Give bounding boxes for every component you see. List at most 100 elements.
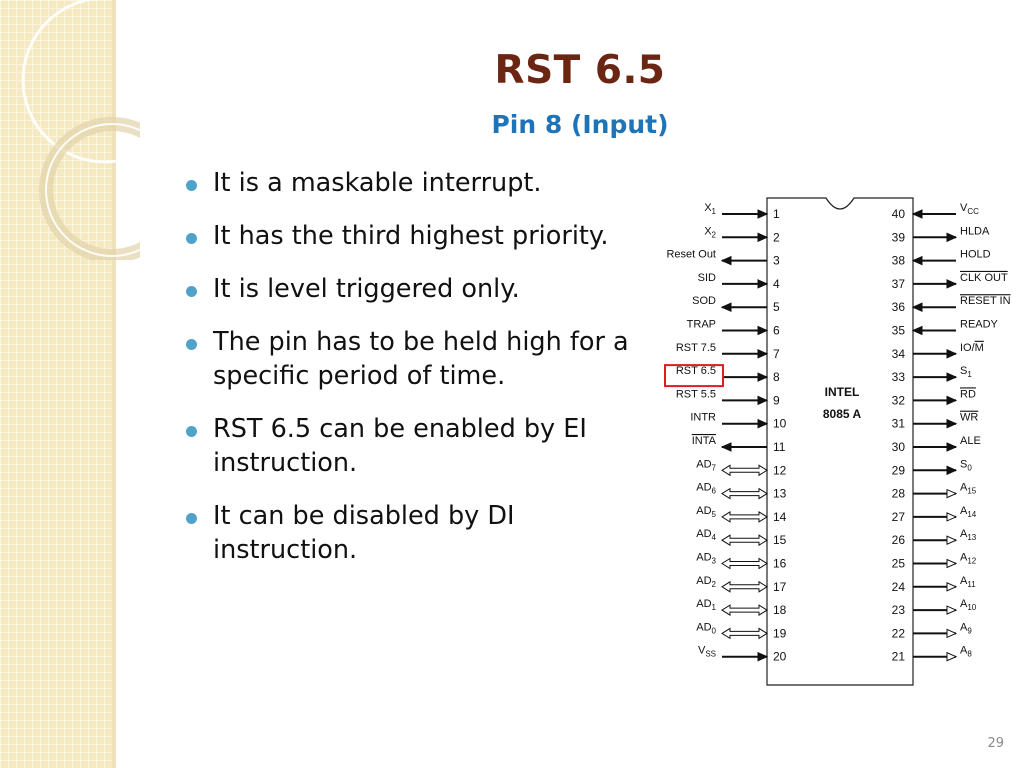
pin-arrow bbox=[946, 232, 958, 243]
pin-arrow bbox=[757, 349, 769, 359]
pin-number: 18 bbox=[773, 603, 787, 617]
pin-number: 8 bbox=[773, 370, 780, 384]
pin-name: RST 7.5 bbox=[676, 342, 716, 354]
chip-model: 8085 A bbox=[823, 407, 862, 421]
pin-number: 36 bbox=[892, 300, 906, 314]
sidebar-edge bbox=[112, 0, 116, 768]
bullet-icon bbox=[186, 180, 197, 191]
pin-arrow bbox=[946, 558, 958, 569]
pin-arrow bbox=[757, 209, 769, 219]
pin-number: 21 bbox=[892, 650, 906, 664]
pin-name: TRAP bbox=[687, 319, 716, 331]
bullet-text: It has the third highest priority. bbox=[213, 221, 609, 251]
bidirectional-arrow bbox=[721, 580, 768, 593]
pin-number: 32 bbox=[892, 393, 906, 407]
pin-name: AD0 bbox=[696, 621, 716, 635]
bidirectional-arrow bbox=[721, 557, 768, 570]
pin-number: 25 bbox=[892, 557, 906, 571]
pin-number: 5 bbox=[773, 300, 780, 314]
pin-number: 30 bbox=[892, 440, 906, 454]
pin-arrow bbox=[911, 325, 923, 336]
pin-number: 33 bbox=[892, 370, 906, 384]
pin-number: 16 bbox=[773, 557, 787, 571]
pin-number: 35 bbox=[892, 324, 906, 338]
pin-name: READY bbox=[960, 319, 999, 331]
pin-name: AD6 bbox=[696, 482, 716, 496]
pin-name: A9 bbox=[960, 621, 972, 635]
pin-name: AD2 bbox=[696, 575, 716, 589]
pin-number: 24 bbox=[892, 580, 906, 594]
chip-body bbox=[766, 197, 914, 686]
pin-number: 11 bbox=[773, 440, 786, 454]
bullet-text: It is a maskable interrupt. bbox=[213, 168, 542, 198]
pin-number: 1 bbox=[773, 207, 780, 221]
bullet-icon bbox=[186, 233, 197, 244]
pin-number: 13 bbox=[773, 487, 787, 501]
pin-name: A14 bbox=[960, 505, 977, 519]
bullet-icon bbox=[186, 339, 197, 350]
pin-arrow bbox=[757, 418, 769, 429]
pin-name: A13 bbox=[960, 528, 977, 542]
pin-name: A11 bbox=[960, 575, 976, 589]
pin-number: 28 bbox=[892, 487, 906, 501]
pin-number: 31 bbox=[892, 417, 906, 431]
pin-number: 10 bbox=[773, 417, 787, 431]
pin-arrow bbox=[946, 628, 958, 639]
pin-name: VCC bbox=[960, 202, 979, 216]
pin-arrow bbox=[946, 418, 958, 429]
pin-number: 37 bbox=[892, 277, 906, 291]
pin-name: AD4 bbox=[696, 528, 716, 542]
slide-title: RST 6.5 bbox=[494, 48, 666, 93]
bullet-icon bbox=[186, 513, 197, 524]
pin-number: 7 bbox=[773, 347, 780, 361]
pin-arrow bbox=[946, 465, 958, 476]
pin-name: ALE bbox=[960, 435, 981, 447]
pin-name: WR bbox=[960, 412, 978, 424]
pin-arrow bbox=[946, 582, 958, 592]
bidirectional-arrow bbox=[721, 487, 768, 500]
pin-number: 38 bbox=[892, 254, 906, 268]
pin-name: X2 bbox=[704, 225, 716, 239]
pin-name: A15 bbox=[960, 482, 977, 496]
pin-number: 15 bbox=[773, 533, 787, 547]
bidirectional-arrow bbox=[721, 627, 768, 640]
pin-name: SID bbox=[698, 272, 716, 284]
bullet-text: The pin has to be held high for a specif… bbox=[213, 327, 629, 391]
pin-arrow bbox=[757, 279, 769, 289]
pin-arrow bbox=[720, 442, 732, 452]
pin-number: 29 bbox=[892, 463, 906, 477]
pin-number: 40 bbox=[892, 207, 906, 221]
pin-name: RD bbox=[960, 388, 976, 400]
bullet-icon bbox=[186, 286, 197, 297]
pin-name: RST 5.5 bbox=[676, 388, 716, 400]
pin-arrow bbox=[946, 651, 958, 662]
pin-number: 39 bbox=[892, 230, 906, 244]
pin-number: 6 bbox=[773, 324, 780, 338]
pin-arrow bbox=[946, 512, 958, 522]
bullet-list: It is a maskable interrupt. It has the t… bbox=[186, 166, 642, 586]
pin-name: A10 bbox=[960, 598, 977, 612]
pin-name: AD1 bbox=[696, 598, 716, 612]
pin-arrow bbox=[946, 372, 958, 382]
pin-name: A12 bbox=[960, 552, 977, 566]
pin-arrow bbox=[946, 535, 958, 545]
pin-number: 14 bbox=[773, 510, 787, 524]
pin-name: S0 bbox=[960, 458, 972, 472]
pin-name: RST 6.5 bbox=[676, 365, 716, 377]
chip-label: INTEL bbox=[825, 385, 860, 399]
pin-name: HLDA bbox=[960, 225, 990, 237]
bidirectional-arrow bbox=[721, 464, 768, 477]
bullet-icon bbox=[186, 426, 197, 437]
bullet-item: The pin has to be held high for a specif… bbox=[186, 325, 642, 393]
pin-arrow bbox=[946, 488, 958, 499]
bullet-item: RST 6.5 can be enabled by EI instruction… bbox=[186, 412, 642, 480]
pin-name: INTA bbox=[692, 435, 717, 447]
bullet-item: It can be disabled by DI instruction. bbox=[186, 499, 642, 567]
bidirectional-arrow bbox=[721, 510, 768, 523]
pin-number: 12 bbox=[773, 463, 787, 477]
pin-arrow bbox=[946, 442, 958, 452]
pin-arrow bbox=[757, 395, 769, 406]
bidirectional-arrow bbox=[721, 534, 768, 547]
